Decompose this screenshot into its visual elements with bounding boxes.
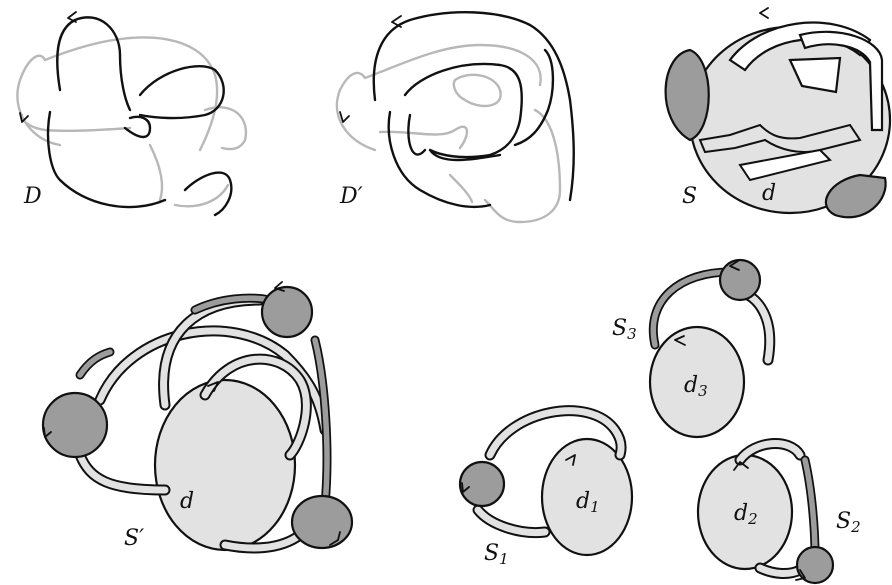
arrow-head-s (760, 8, 768, 18)
gray-strand-dp-3 (380, 127, 467, 148)
label-d2-sub: 2 (747, 510, 758, 528)
gray-strand-d-3 (150, 145, 228, 206)
label-S3-sub: 3 (627, 325, 637, 343)
panel-surface-s3: d3 S3 (612, 260, 770, 437)
label-d-bottom: d (180, 489, 194, 514)
label-D: D (23, 184, 42, 209)
black-strand-dp (374, 12, 574, 200)
black-strand-d-2 (140, 66, 224, 118)
dark-disk-s3 (720, 260, 760, 300)
arrow-head-d-left (20, 113, 28, 122)
dark-disk-s2 (797, 547, 833, 583)
dark-band-s2-fill (805, 460, 815, 555)
label-d3-main: d (684, 373, 698, 398)
gray-strand-dp-5 (450, 175, 472, 202)
black-strand-dp-3 (430, 150, 500, 160)
label-S-prime: S′ (124, 526, 144, 551)
panel-surface-s2: d2 S2 (698, 444, 861, 583)
label-S1-main: S (484, 541, 499, 566)
label-d1-main: d (576, 489, 590, 514)
label-S1: S1 (484, 541, 509, 568)
label-S2: S2 (836, 509, 861, 536)
arrow-head-dp-left (340, 112, 349, 122)
label-S2-sub: 2 (850, 518, 861, 536)
label-S3-main: S (612, 316, 627, 341)
black-strand-d-5 (185, 173, 231, 215)
dark-disk-left-s (666, 50, 709, 140)
disk-d-prime (155, 380, 295, 550)
gray-strand-d-2 (22, 115, 130, 131)
label-d2-main: d (734, 501, 748, 526)
label-d-top: d (762, 181, 776, 206)
gray-strand-dp-2 (454, 75, 501, 106)
label-d1-sub: 1 (590, 498, 600, 516)
panel-knot-diagram-d-prime: D′ (337, 12, 574, 222)
arrow-head-d-top (68, 12, 76, 22)
black-strand-d-4 (48, 112, 165, 207)
label-d3-sub: 3 (698, 382, 708, 400)
dark-disk-s1 (460, 462, 504, 506)
label-S3: S3 (612, 316, 637, 343)
panel-surface-s-prime: S′ d (43, 282, 352, 551)
panel-seifert-surface-s: S d (666, 8, 890, 217)
dark-disk-left-sp (43, 393, 107, 457)
panel-knot-diagram-d: D (17, 12, 246, 215)
dark-disk-top-sp (262, 287, 312, 337)
arrow-head-dp-top (392, 16, 401, 27)
label-D-prime: D′ (339, 184, 363, 209)
panel-surface-s1: d1 S1 (460, 411, 632, 568)
label-S: S (682, 184, 697, 209)
dark-disk-bottom-sp (292, 496, 352, 548)
black-strand-d (57, 17, 130, 110)
label-S1-sub: 1 (499, 550, 509, 568)
label-S2-main: S (836, 509, 851, 534)
gray-strand-dp-4 (485, 110, 560, 222)
